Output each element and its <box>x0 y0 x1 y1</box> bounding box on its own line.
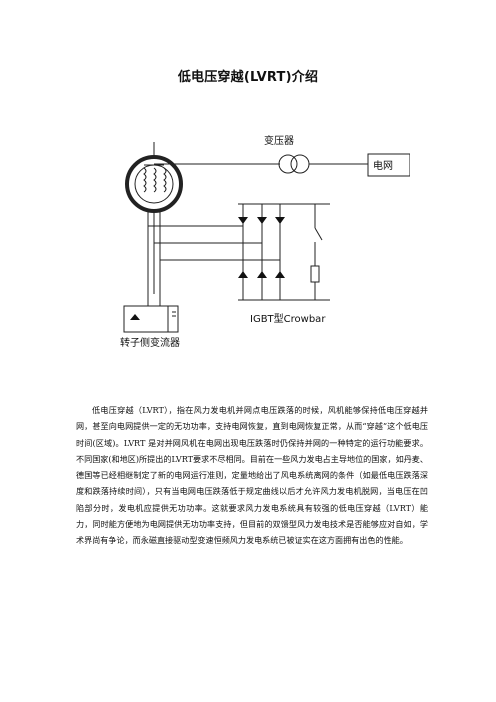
crowbar-label: IGBT型Crowbar <box>250 312 326 325</box>
igbt-switch <box>314 227 323 241</box>
diode-1 <box>238 217 248 224</box>
paragraph: 低电压穿越（LVRT），指在风力发电机并网点电压跌落的时候，风机能够保持低电压穿… <box>76 405 428 546</box>
winding-b <box>153 167 157 193</box>
diode-3 <box>275 217 285 224</box>
diode-2 <box>257 217 267 224</box>
grid-box <box>367 153 410 177</box>
grid-label: 电网 <box>373 159 393 172</box>
crowbar-resistor <box>310 265 320 283</box>
converter-label: 转子侧变流器 <box>120 336 180 349</box>
winding-c <box>163 167 167 193</box>
lvrt-circuit-diagram: 变压器 电网 IGBT型Crowbar 转子侧变流器 <box>110 132 410 352</box>
diode-5 <box>257 271 267 278</box>
transformer-label: 变压器 <box>264 134 294 147</box>
generator-rotor <box>134 164 174 204</box>
diode-4 <box>238 271 248 278</box>
bridge-diodes <box>130 217 285 320</box>
circuit-schematic: 变压器 电网 IGBT型Crowbar 转子侧变流器 <box>120 134 410 349</box>
converter-box <box>123 305 179 333</box>
winding-a <box>143 167 147 193</box>
transformer-secondary <box>290 154 310 174</box>
body-text: 低电压穿越（LVRT），指在风力发电机并网点电压跌落的时候，风机能够保持低电压穿… <box>76 402 428 549</box>
page-title: 低电压穿越(LVRT)介绍 <box>177 70 319 85</box>
converter-diode <box>130 314 140 320</box>
diode-6 <box>275 271 285 278</box>
transformer-primary <box>278 154 298 174</box>
